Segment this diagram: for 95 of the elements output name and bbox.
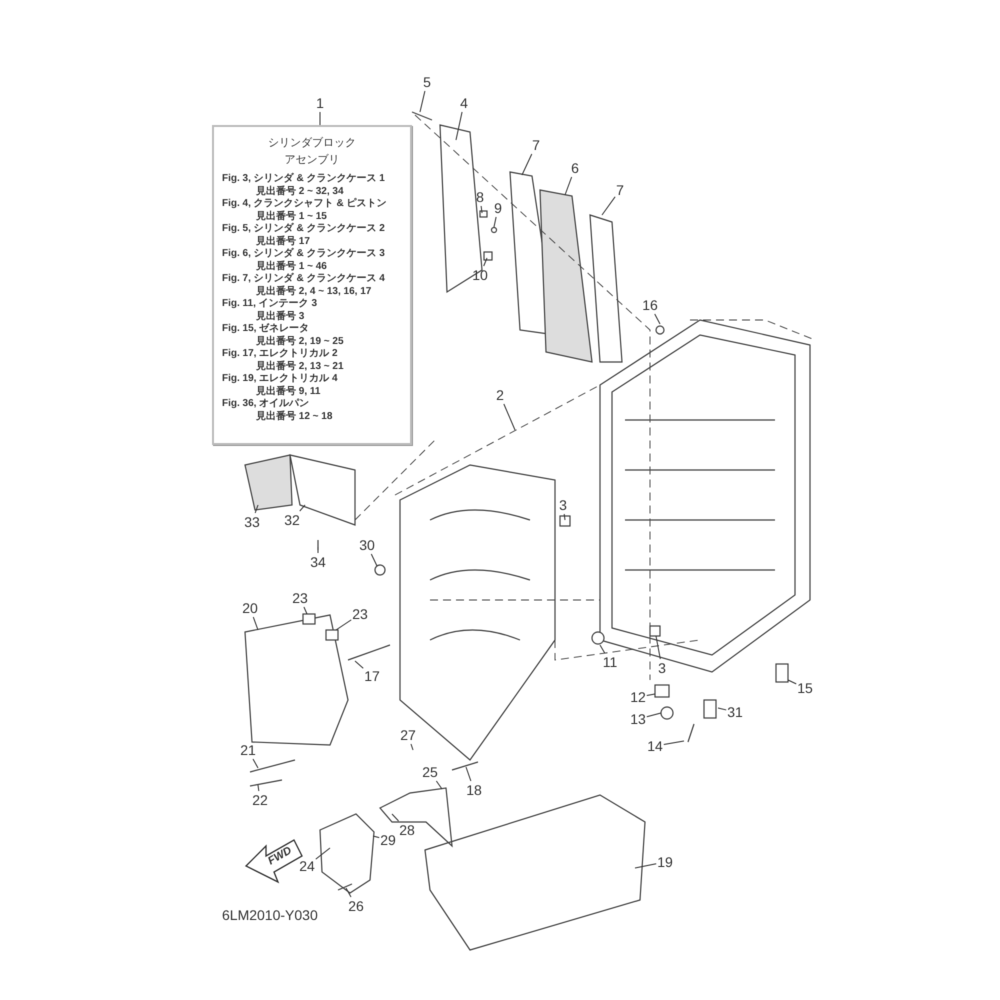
callout-number: 9 [494,200,502,216]
leader-line [466,766,472,782]
leader-line [483,258,488,266]
leader-line [336,619,352,630]
callout-number: 7 [532,137,540,153]
leader-line [663,740,684,745]
leader-line [299,504,306,512]
leader-line [456,112,463,140]
leader-line [410,744,414,750]
leader-line [600,644,606,654]
callout-number: 17 [364,668,380,684]
callout-number: 34 [310,554,326,570]
leader-line [436,780,442,790]
callout-number: 21 [240,742,256,758]
figure-reference: Fig. 7, シリンダ & クランクケース 4 [222,273,386,286]
reference-numbers: 見出番号 9, 11 [255,386,322,398]
leader-line [254,504,258,514]
reference-numbers: 見出番号 2, 4 ~ 13, 16, 17 [255,286,372,298]
figure-reference: Fig. 17, エレクトリカル 2 [222,348,339,360]
leader-line [494,216,497,228]
leader-line [646,712,662,718]
callout-number: 27 [400,727,416,743]
table-heading: シリンダブロックアセンブリ [266,136,357,168]
callout-number: 28 [399,822,415,838]
callout-number: 33 [244,514,260,530]
reference-numbers: 見出番号 3 [255,310,306,323]
leader-line [480,206,482,214]
callout-number: 6 [571,160,579,176]
callout-number: 23 [292,590,308,606]
leader-line [602,196,616,216]
callout-number: 11 [602,654,618,670]
index-table [212,125,412,445]
callout-number: 25 [422,764,438,780]
leader-line [522,154,532,176]
callout-number: 26 [348,898,364,914]
callout-number: 24 [299,858,315,874]
figure-reference: Fig. 3, シリンダ & クランクケース 1 [222,173,386,186]
figure-reference: Fig. 19, エレクトリカル 4 [222,373,339,386]
callout-number: 1 [316,95,324,111]
callout-number: 2 [496,387,504,403]
callout-number: 13 [630,711,646,727]
figure-reference: Fig. 15, ゼネレータ [222,323,310,336]
callout-number: 4 [460,95,468,111]
callout-number: 18 [466,782,482,798]
reference-numbers: 見出番号 2, 13 ~ 21 [255,360,345,373]
leader-line [315,848,330,860]
reference-numbers: 見出番号 2, 19 ~ 25 [255,336,345,348]
callout-number: 5 [423,74,431,90]
leader-line [252,758,258,768]
leader-line [372,836,380,838]
leader-line [564,514,566,520]
leader-line [656,636,661,660]
leader-line [258,784,260,792]
callout-number: 19 [657,854,673,870]
leader-line [346,888,352,898]
leader-line [392,814,400,822]
leader-line [420,90,426,112]
leader-line [354,660,364,669]
figure-reference: Fig. 11, インテーク 3 [222,298,318,310]
reference-numbers: 見出番号 12 ~ 18 [255,410,334,423]
leader-line [503,404,516,430]
leader-line [370,554,378,566]
leader-line [634,863,657,868]
callout-number: 32 [284,512,300,528]
leader-line [788,680,797,684]
figure-reference: Fig. 5, シリンダ & クランクケース 2 [222,223,386,236]
callout-number: 3 [559,497,567,513]
leader-line [564,176,572,196]
figure-reference: Fig. 36, オイルパン [222,398,310,410]
figure-reference: Fig. 4, クランクシャフト & ピストン [222,198,388,210]
callout-number: 20 [242,600,258,616]
leader-line [718,708,727,710]
leader-line [252,616,258,630]
figure-reference: Fig. 6, シリンダ & クランクケース 3 [222,248,386,260]
callout-number: 22 [252,792,268,808]
leader-line [646,694,656,696]
drawing-code: 6LM2010-Y030 [222,906,318,925]
callout-number: 10 [472,267,488,283]
callout-number: 8 [476,189,484,205]
reference-numbers: 見出番号 2 ~ 32, 34 [255,186,345,198]
callout-number: 23 [352,606,368,622]
callout-number: 15 [797,680,813,696]
callout-number: 30 [359,537,375,553]
leader-line [303,606,308,614]
callout-number: 7 [616,182,624,198]
reference-numbers: 見出番号 1 ~ 15 [255,210,328,222]
callout-number: 16 [642,297,658,313]
reference-numbers: 見出番号 1 ~ 46 [255,260,328,272]
reference-numbers: 見出番号 17 [255,236,311,248]
callout-number: 12 [630,689,646,705]
leader-line [654,314,660,324]
callout-number: 3 [658,660,666,676]
callout-number: 31 [727,704,743,720]
callout-number: 14 [647,738,663,754]
callout-number: 29 [380,832,396,848]
